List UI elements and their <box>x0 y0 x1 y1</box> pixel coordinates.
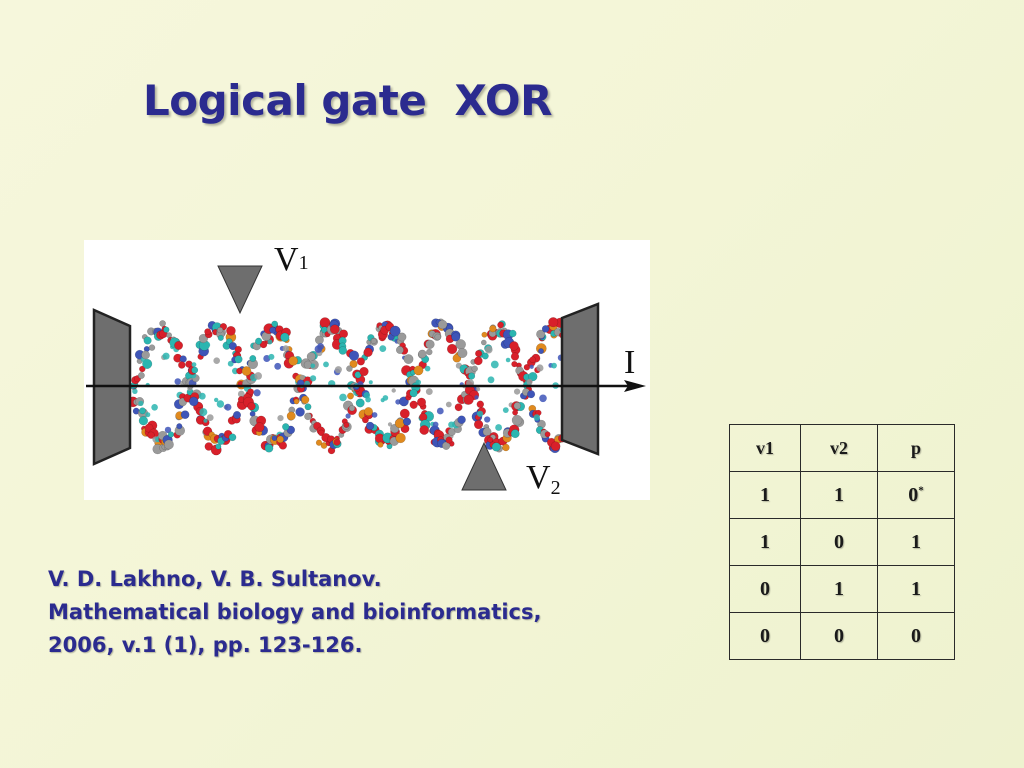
table-row: 0 0 0 <box>729 612 955 660</box>
label-current: I <box>624 344 635 381</box>
current-arrowhead <box>624 380 646 392</box>
reference-authors: V. D. Lakhno, V. B. Sultanov. <box>48 567 382 591</box>
cell-v2: 0 <box>800 518 878 566</box>
header-v2: v2 <box>800 424 878 472</box>
cell-p: 1 <box>877 518 955 566</box>
cell-p: 1 <box>877 565 955 613</box>
cell-v2: 1 <box>800 471 878 519</box>
cell-v1: 1 <box>729 518 801 566</box>
reference-citation: V. D. Lakhno, V. B. Sultanov. Mathematic… <box>48 563 541 662</box>
header-v1: v1 <box>729 424 801 472</box>
dna-xor-figure: V1 I V2 <box>84 240 650 500</box>
gate-v2-triangle <box>461 441 507 491</box>
truth-table: v1 v2 p 1 1 0* 1 0 1 0 1 1 0 0 0 <box>729 424 955 660</box>
table-row: 1 1 0* <box>729 471 955 519</box>
cell-p: 0 <box>877 612 955 660</box>
table-row: 0 1 1 <box>729 565 955 613</box>
slide-title: Logical gate XOR <box>143 76 552 125</box>
cell-v2: 1 <box>800 565 878 613</box>
reference-journal: Mathematical biology and bioinformatics, <box>48 600 542 624</box>
table-row: 1 0 1 <box>729 518 955 566</box>
cell-v1: 1 <box>729 471 801 519</box>
cell-v2: 0 <box>800 612 878 660</box>
reference-details: 2006, v.1 (1), pp. 123-126. <box>48 633 363 657</box>
cell-v1: 0 <box>729 612 801 660</box>
dna-helix <box>127 317 567 456</box>
header-p: p <box>877 424 955 472</box>
cell-v1: 0 <box>729 565 801 613</box>
truth-table-header: v1 v2 p <box>729 424 955 472</box>
label-v1: V1 <box>274 241 309 278</box>
dna-diagram: V1 I V2 <box>86 241 646 499</box>
label-v2: V2 <box>526 459 561 499</box>
right-electrode <box>560 302 600 456</box>
gate-v1-triangle <box>217 265 263 315</box>
cell-p: 0* <box>877 471 955 519</box>
